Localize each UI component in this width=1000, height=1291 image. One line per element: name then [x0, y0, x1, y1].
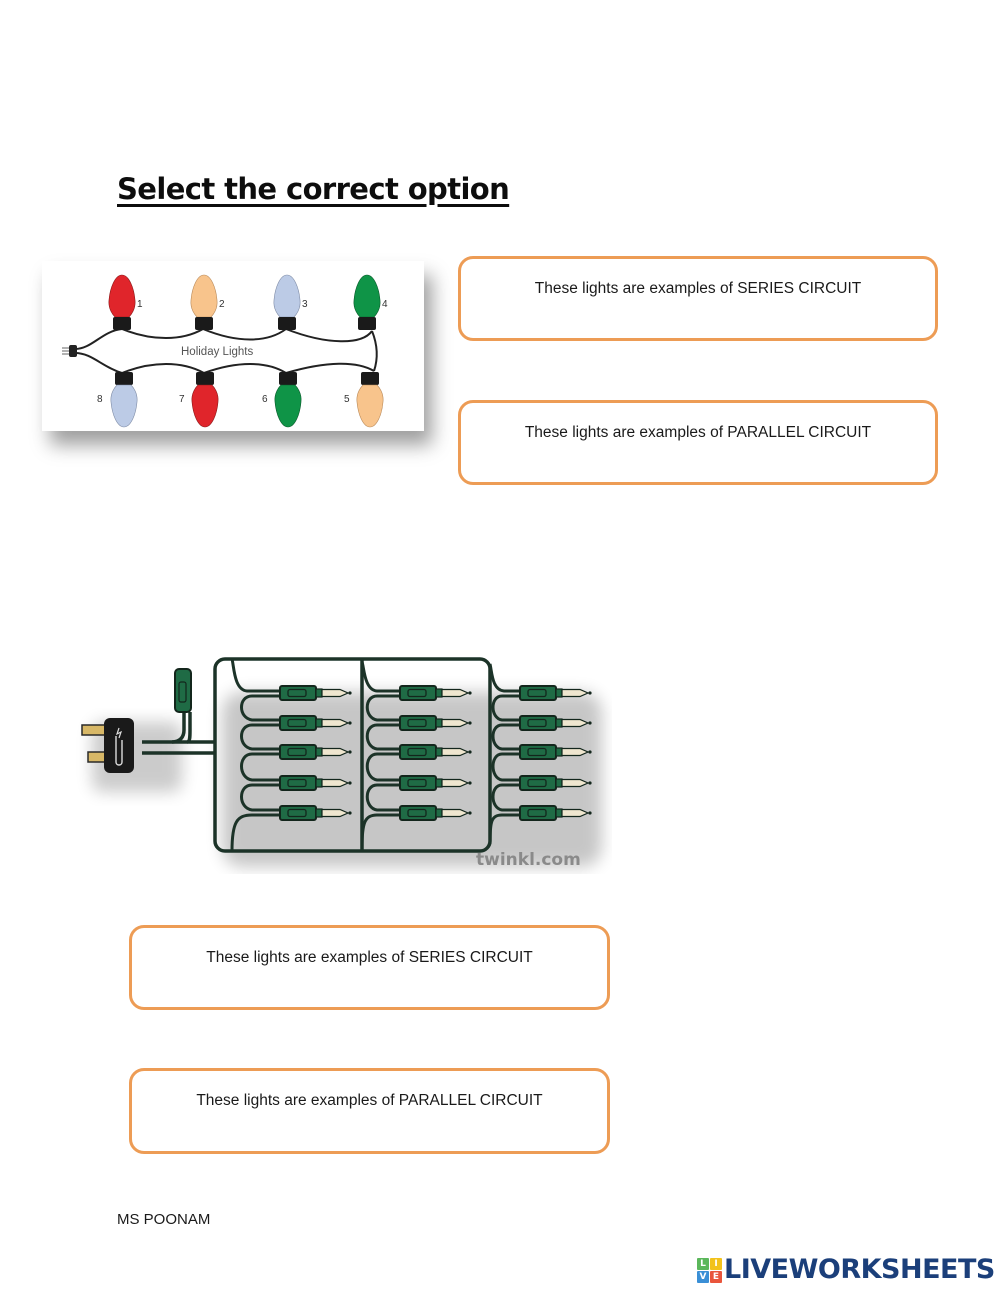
author-name: MS POONAM	[117, 1211, 211, 1228]
liveworksheets-logo[interactable]: L I V E LIVEWORKSHEETS	[697, 1256, 995, 1284]
option-label: These lights are examples of PARALLEL CI…	[196, 1092, 543, 1109]
twinkl-watermark: twinkl.com	[476, 850, 581, 870]
svg-text:6: 6	[262, 394, 268, 405]
svg-text:5: 5	[344, 394, 350, 405]
live-logo-icon: L I V E	[697, 1257, 722, 1283]
controller-icon	[174, 668, 192, 713]
fairy-lights-image: twinkl.com	[72, 652, 612, 874]
q1-option-series[interactable]: These lights are examples of SERIES CIRC…	[458, 256, 938, 341]
q2-option-series[interactable]: These lights are examples of SERIES CIRC…	[129, 925, 610, 1010]
svg-text:7: 7	[179, 394, 185, 405]
page-title: Select the correct option	[117, 172, 510, 206]
svg-text:2: 2	[219, 299, 225, 310]
q1-option-parallel[interactable]: These lights are examples of PARALLEL CI…	[458, 400, 938, 485]
svg-text:4: 4	[382, 299, 388, 310]
svg-text:8: 8	[97, 394, 103, 405]
option-label: These lights are examples of SERIES CIRC…	[534, 280, 862, 297]
holiday-lights-label: Holiday Lights	[181, 346, 253, 358]
option-label: These lights are examples of PARALLEL CI…	[524, 424, 872, 441]
svg-text:1: 1	[137, 299, 143, 310]
brand-name: LIVEWORKSHEETS	[724, 1254, 995, 1285]
plug-icon	[62, 345, 77, 357]
holiday-lights-image: 1 2 3 4 5 6 7 8 Holiday Lights	[42, 261, 424, 431]
plug-icon	[81, 718, 134, 773]
svg-text:3: 3	[302, 299, 308, 310]
q2-option-parallel[interactable]: These lights are examples of PARALLEL CI…	[129, 1068, 610, 1154]
option-label: These lights are examples of SERIES CIRC…	[206, 949, 533, 966]
